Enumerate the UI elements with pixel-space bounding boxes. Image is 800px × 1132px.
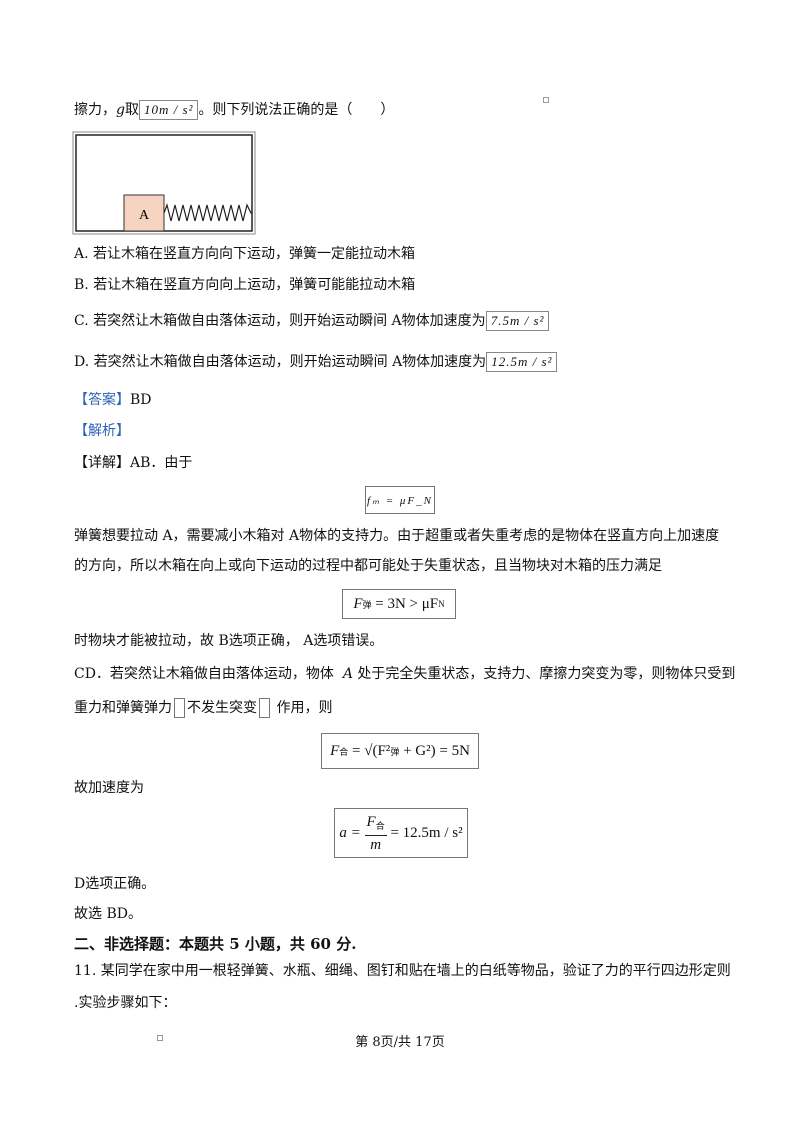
section-heading: 二、非选择题：本题共 5 小题，共 60 分. bbox=[74, 935, 357, 953]
placeholder-box-1 bbox=[174, 698, 185, 718]
option-c-value: 7.5m / s² bbox=[485, 311, 550, 331]
g-value-box: 10m / s² bbox=[138, 100, 199, 120]
block-a-label: A bbox=[139, 208, 150, 223]
paragraph-6: D选项正确。 bbox=[74, 876, 156, 892]
paragraph-1a: 弹簧想要拉动 A，需要减小木箱对 A物体的支持力。由于超重或者失重考虑的是物体在… bbox=[74, 528, 720, 544]
paragraph-5: 故加速度为 bbox=[74, 780, 144, 796]
spring bbox=[163, 202, 252, 222]
option-d-value: 12.5m / s² bbox=[486, 352, 558, 372]
answer-line: 【答案】BD bbox=[74, 392, 152, 408]
equation-acceleration: a = F合 m = 12.5m / s² bbox=[334, 808, 468, 858]
paragraph-2: 时物块才能被拉动，故 B选项正确， A选项错误。 bbox=[74, 633, 384, 649]
paragraph-1b: 的方向，所以木箱在向上或向下运动的过程中都可能处于失重状态，且当物块对木箱的压力… bbox=[74, 558, 662, 574]
wooden-box-figure: A bbox=[72, 131, 256, 235]
analysis-label: 【解析】 bbox=[74, 423, 130, 439]
option-b: B. 若让木箱在竖直方向向上运动，弹簧可能能拉动木箱 bbox=[74, 277, 416, 293]
marker-bottom-left bbox=[157, 1035, 163, 1041]
paragraph-4: 重力和弹簧弹力不发生突变 作用，则 bbox=[74, 698, 333, 718]
page-footer: 第 8页/共 17页 bbox=[355, 1035, 445, 1050]
paragraph-7: 故选 BD。 bbox=[74, 906, 142, 922]
question-11-line-2: .实验步骤如下： bbox=[74, 995, 177, 1011]
option-a: A. 若让木箱在竖直方向向下运动，弹簧一定能拉动木箱 bbox=[74, 246, 416, 262]
placeholder-box-2 bbox=[259, 698, 270, 718]
marker-top-right bbox=[543, 97, 549, 103]
question-11-line-1: 11. 某同学在家中用一根轻弹簧、水瓶、细绳、图钉和贴在墙上的白纸等物品，验证了… bbox=[74, 963, 731, 979]
block-a bbox=[123, 194, 165, 232]
detail-line: 【详解】AB．由于 bbox=[74, 455, 193, 471]
equation-friction: fₘ = μF_N bbox=[365, 486, 435, 514]
paragraph-3: CD．若突然让木箱做自由落体运动，物体 A 处于完全失重状态，支持力、摩擦力突变… bbox=[74, 666, 736, 682]
